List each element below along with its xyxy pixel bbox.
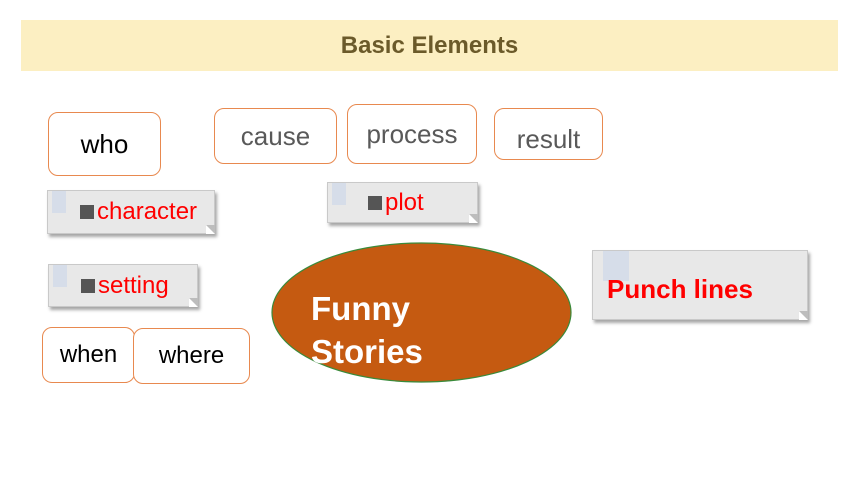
note-plot-label: plot xyxy=(385,188,424,216)
box-where-label: where xyxy=(158,342,225,369)
note-punch-lines-label: Punch lines xyxy=(607,274,753,304)
center-label-line1: Funny xyxy=(311,290,410,327)
banner-title: Basic Elements xyxy=(340,31,519,59)
folded-corner xyxy=(799,311,808,320)
center-label: Funny Stories xyxy=(311,287,423,373)
box-process: process xyxy=(347,104,477,164)
folded-corner xyxy=(189,298,198,307)
box-when: when xyxy=(42,327,135,383)
note-setting: setting xyxy=(48,264,198,307)
bullet-square-icon xyxy=(80,205,94,219)
note-tab xyxy=(332,183,346,205)
box-process-label: process xyxy=(366,118,458,149)
box-cause-label: cause xyxy=(240,120,311,151)
box-cause: cause xyxy=(214,108,337,164)
note-tab xyxy=(52,191,66,213)
box-when-label: when xyxy=(59,341,118,368)
note-setting-label: setting xyxy=(98,271,169,299)
note-tab xyxy=(53,265,67,287)
title-banner: Basic Elements xyxy=(21,20,838,71)
folded-corner xyxy=(469,214,478,223)
box-result-label: result xyxy=(516,124,581,154)
center-ellipse xyxy=(271,242,572,383)
note-character: character xyxy=(47,190,215,234)
box-who-label: who xyxy=(80,128,129,159)
note-character-label: character xyxy=(97,198,198,225)
bullet-square-icon xyxy=(368,195,382,210)
box-where: where xyxy=(133,328,250,384)
note-plot: plot xyxy=(327,182,478,223)
box-who: who xyxy=(48,112,161,176)
box-result: result xyxy=(494,108,603,160)
note-punch-lines: Punch lines xyxy=(592,250,808,320)
folded-corner xyxy=(206,225,215,234)
center-label-line2: Stories xyxy=(311,333,423,370)
bullet-square-icon xyxy=(81,278,95,293)
note-tab xyxy=(603,251,629,281)
